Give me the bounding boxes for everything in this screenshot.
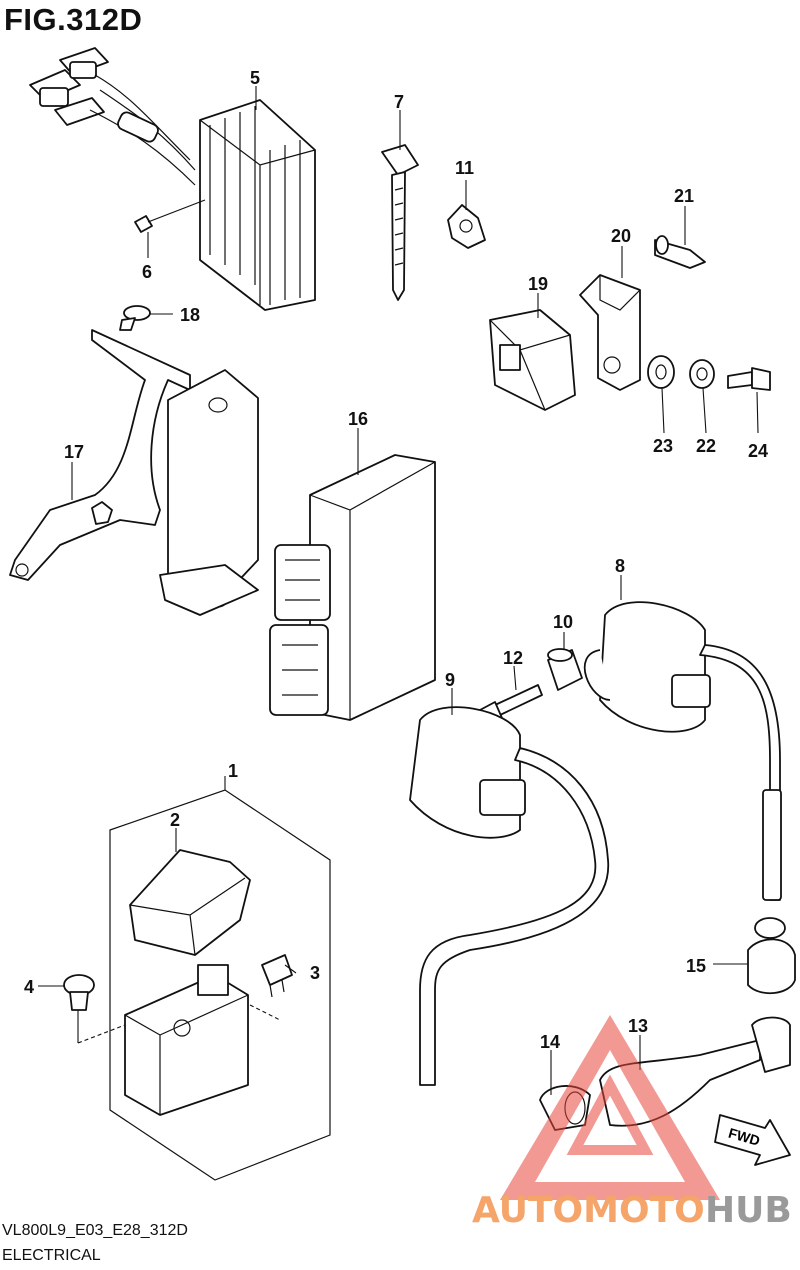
screw-part-6	[134, 199, 206, 233]
figure-title: FIG.312D	[4, 2, 143, 37]
callout-2: 2	[170, 810, 180, 830]
callout-11: 11	[455, 158, 474, 178]
bracket-part-17	[9, 329, 259, 616]
callout-18: 18	[180, 305, 200, 325]
callout-23: 23	[653, 436, 673, 456]
callout-6: 6	[142, 262, 152, 282]
callout-13: 13	[628, 1016, 648, 1036]
bracket-part-20	[579, 274, 641, 391]
callout-19: 19	[528, 274, 548, 294]
callout-8: 8	[615, 556, 625, 576]
fwd-arrow: FWD	[714, 1114, 791, 1166]
leader-lines	[38, 86, 759, 1095]
callout-15: 15	[686, 956, 706, 976]
spacer-part-10	[547, 648, 583, 691]
callout-3: 3	[310, 963, 320, 983]
relay-part-19	[489, 309, 576, 411]
callout-20: 20	[611, 226, 631, 246]
collar-part-22	[689, 359, 715, 389]
callout-5: 5	[250, 68, 260, 88]
bolt-part-4	[63, 974, 95, 1011]
clip-part-11	[447, 204, 486, 249]
fuse-part-3	[261, 954, 293, 998]
callout-12: 12	[503, 648, 523, 668]
callout-10: 10	[553, 612, 573, 632]
group-name: ELECTRICAL	[2, 1247, 101, 1264]
watermark-logo: AUTOMOTO HUB	[472, 1015, 792, 1231]
watermark-triangle-icon	[500, 1015, 720, 1200]
watermark-text-2: HUB	[705, 1190, 792, 1231]
regulator-rectifier-part	[29, 47, 316, 311]
relay-body-part-1	[124, 964, 249, 1116]
callout-21: 21	[674, 186, 694, 206]
pin-part-21	[654, 235, 706, 269]
callout-labels: 1 2 3 4 5 6 7 8 9 10 11 12 13 14 15 16 1…	[24, 68, 768, 1052]
callout-14: 14	[540, 1032, 560, 1052]
ignition-coil-part-9	[409, 706, 610, 1086]
callout-16: 16	[348, 409, 368, 429]
relay-cover-part-2	[129, 849, 251, 956]
ecm-part-16	[269, 454, 436, 721]
grommet-part-15	[747, 917, 796, 994]
drawing-code: VL800L9_E03_E28_312D	[2, 1222, 188, 1239]
callout-4: 4	[24, 977, 34, 997]
callout-1: 1	[228, 761, 238, 781]
washer-part-23	[647, 355, 675, 389]
cable-tie-part-7	[381, 144, 419, 301]
callout-17: 17	[64, 442, 84, 462]
ignition-coil-part-8	[583, 601, 782, 901]
callout-22: 22	[696, 436, 716, 456]
screw-part-18	[119, 305, 151, 331]
watermark-text-1: AUTOMOTO	[472, 1190, 705, 1231]
callout-9: 9	[445, 670, 455, 690]
plug-cap-part-13	[599, 1016, 791, 1127]
callout-24: 24	[748, 441, 768, 461]
callout-7: 7	[394, 92, 404, 112]
bolt-part-24	[727, 367, 771, 391]
